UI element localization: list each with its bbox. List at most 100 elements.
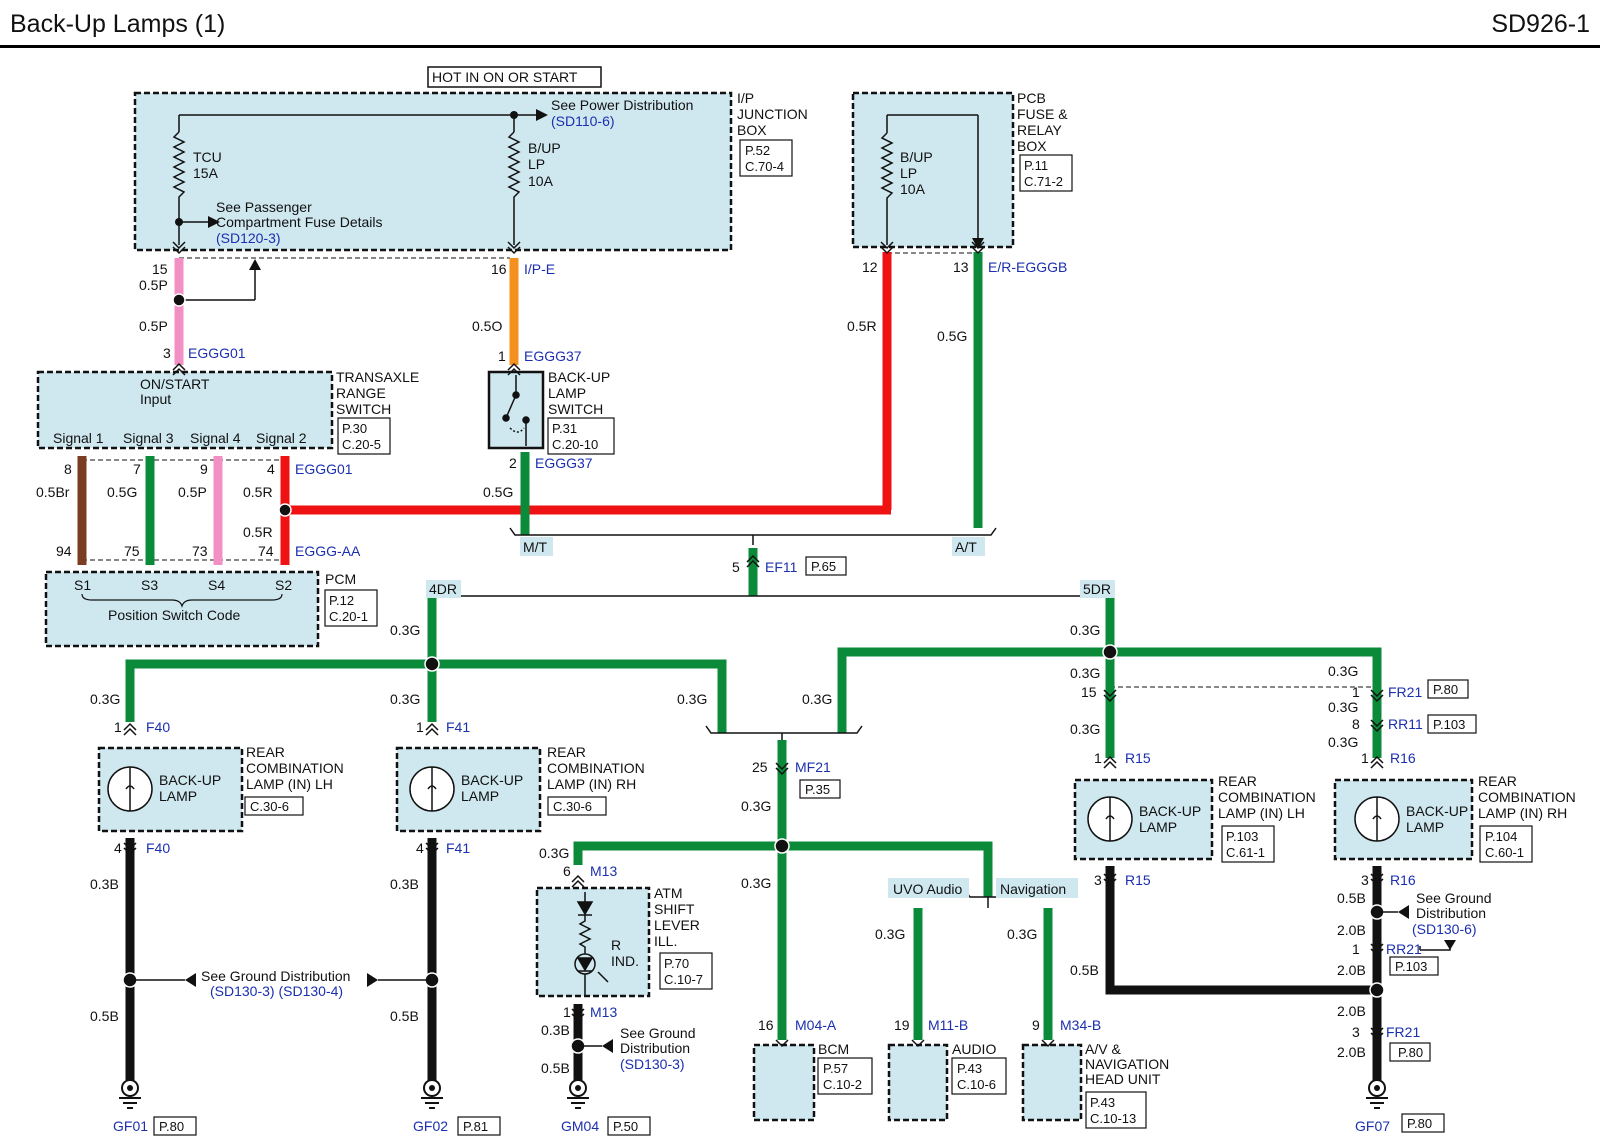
page-code: SD926-1 xyxy=(1491,10,1590,38)
range-pin-8: 8 xyxy=(64,461,72,477)
nav-name-3: HEAD UNIT xyxy=(1085,1071,1161,1087)
bu-ref1: P.31 xyxy=(552,421,577,436)
pcm-pin-73: 73 xyxy=(192,543,208,559)
bcm-pin: 16 xyxy=(758,1017,774,1033)
nav-box xyxy=(1021,1043,1083,1122)
fr21-bot-ref: P.80 xyxy=(1398,1045,1423,1060)
diagram-title: Back-Up Lamps (1) xyxy=(10,10,226,38)
ef11-conn: EF11 xyxy=(765,559,798,575)
wire-g03-r16: 0.3G xyxy=(1328,734,1358,750)
bup-fuse-name-1: B/UP xyxy=(528,140,561,156)
l2-name-2: COMBINATION xyxy=(547,760,645,776)
l2-pin-in: 1 xyxy=(416,719,424,735)
see-ground2-link[interactable]: (SD130-3) xyxy=(620,1056,685,1072)
bcm-name: BCM xyxy=(818,1041,849,1057)
wire-b20-d: 2.0B xyxy=(1337,1044,1366,1060)
bu-pin-in: 1 xyxy=(498,348,506,364)
range-pin-4: 4 xyxy=(267,461,275,477)
l2-label-2: LAMP xyxy=(461,788,499,804)
wire-r05-a: 0.5R xyxy=(847,318,877,334)
l2-ref: C.30-6 xyxy=(553,799,592,814)
fr21-top-conn: FR21 xyxy=(1388,684,1422,700)
wire-b03-l2: 0.3B xyxy=(390,876,419,892)
ef11-pin: 5 xyxy=(732,559,740,575)
audio-conn: M11-B xyxy=(928,1017,968,1033)
see-ground3-link[interactable]: (SD130-6) xyxy=(1412,921,1477,937)
bu-conn-in: EGGG37 xyxy=(524,348,582,364)
wire-b05-atm: 0.5B xyxy=(541,1060,570,1076)
l3-label-1: BACK-UP xyxy=(1139,803,1201,819)
pcb-name-4: BOX xyxy=(1017,138,1047,154)
range-pin-7: 7 xyxy=(133,461,141,477)
l2-name-3: LAMP (IN) RH xyxy=(547,776,636,792)
wire-g05-c: 0.5G xyxy=(483,484,513,500)
wire-p05-a: 0.5P xyxy=(139,277,168,293)
bu-name-1: BACK-UP xyxy=(548,369,610,385)
l1-conn-out: F40 xyxy=(146,840,170,856)
l1-ref: C.30-6 xyxy=(250,799,289,814)
bcm-conn: M04-A xyxy=(795,1017,837,1033)
pcb-ref2: C.71-2 xyxy=(1024,174,1063,189)
l3-pin-out: 3 xyxy=(1094,872,1102,888)
wire-b03-l1: 0.3B xyxy=(90,876,119,892)
pcb-fuse-2: LP xyxy=(900,165,917,181)
l3-name-3: LAMP (IN) LH xyxy=(1218,805,1305,821)
see-pass-link[interactable]: (SD120-3) xyxy=(216,230,281,246)
signal-2: Signal 2 xyxy=(256,430,307,446)
pcb-name-1: PCB xyxy=(1017,90,1046,106)
fr21-top-ref: P.80 xyxy=(1433,682,1458,697)
l2-conn-out: F41 xyxy=(446,840,470,856)
gm04-label: GM04 xyxy=(561,1118,599,1134)
see-ground-links[interactable]: (SD130-3) (SD130-4) xyxy=(210,983,343,999)
audio-pin: 19 xyxy=(894,1017,910,1033)
l1-name-2: COMBINATION xyxy=(246,760,344,776)
navigation-tag: Navigation xyxy=(1000,881,1066,897)
dr4-label: 4DR xyxy=(429,581,457,597)
conn-ip-e: I/P-E xyxy=(524,261,555,277)
wire-o05: 0.5O xyxy=(472,318,502,334)
audio-box xyxy=(887,1043,949,1122)
at-label: A/T xyxy=(955,539,977,555)
pcm-slot-s4: S4 xyxy=(208,577,225,593)
l3-conn-in: R15 xyxy=(1125,750,1151,766)
wire-g05-a: 0.5G xyxy=(937,328,967,344)
mf21-pin: 25 xyxy=(752,759,768,775)
l4-label-1: BACK-UP xyxy=(1406,803,1468,819)
rr11-pin: 8 xyxy=(1352,716,1360,732)
atm-conn-in: M13 xyxy=(590,863,617,879)
see-ground-text: See Ground Distribution xyxy=(201,968,350,984)
range-ref1: P.30 xyxy=(342,421,367,436)
bup-fuse-rating: 10A xyxy=(528,173,554,189)
rr21-pin: 1 xyxy=(1352,941,1360,957)
l3-ref2: C.61-1 xyxy=(1226,845,1265,860)
pcb-box xyxy=(851,91,1015,249)
rr11-conn: RR11 xyxy=(1388,716,1423,732)
l1-label-1: BACK-UP xyxy=(159,772,221,788)
l4-name-2: COMBINATION xyxy=(1478,789,1576,805)
l2-label-1: BACK-UP xyxy=(461,772,523,788)
atm-rind-1: R xyxy=(611,937,621,953)
audio-ref2: C.10-6 xyxy=(957,1077,996,1092)
gf02-ref: P.81 xyxy=(463,1119,488,1134)
see-ground2-1: See Ground xyxy=(620,1025,696,1041)
wire-b20-b: 2.0B xyxy=(1337,962,1366,978)
gm04-ref: P.50 xyxy=(613,1119,638,1134)
wire-g03-l1: 0.3G xyxy=(90,691,120,707)
gf07-label: GF07 xyxy=(1355,1118,1390,1134)
ground-symbols xyxy=(119,1079,1388,1109)
wire-g03-r15b: 0.3G xyxy=(1070,721,1100,737)
see-power-link[interactable]: (SD110-6) xyxy=(551,113,615,129)
l2-pin-out: 4 xyxy=(416,840,424,856)
pin-bup: 16 xyxy=(491,261,507,277)
ij-box-name-2: JUNCTION xyxy=(737,106,808,122)
audio-ref1: P.43 xyxy=(957,1061,982,1076)
l4-label-2: LAMP xyxy=(1406,819,1444,835)
l4-ref2: C.60-1 xyxy=(1485,845,1524,860)
range-name-2: RANGE xyxy=(336,385,386,401)
range-name-1: TRANSAXLE xyxy=(336,369,419,385)
nav-ref2: C.10-13 xyxy=(1090,1111,1136,1126)
atm-pin-in: 6 xyxy=(563,863,571,879)
wire-g03-l2: 0.3G xyxy=(390,691,420,707)
wire-g03-r15a: 0.3G xyxy=(1070,665,1100,681)
